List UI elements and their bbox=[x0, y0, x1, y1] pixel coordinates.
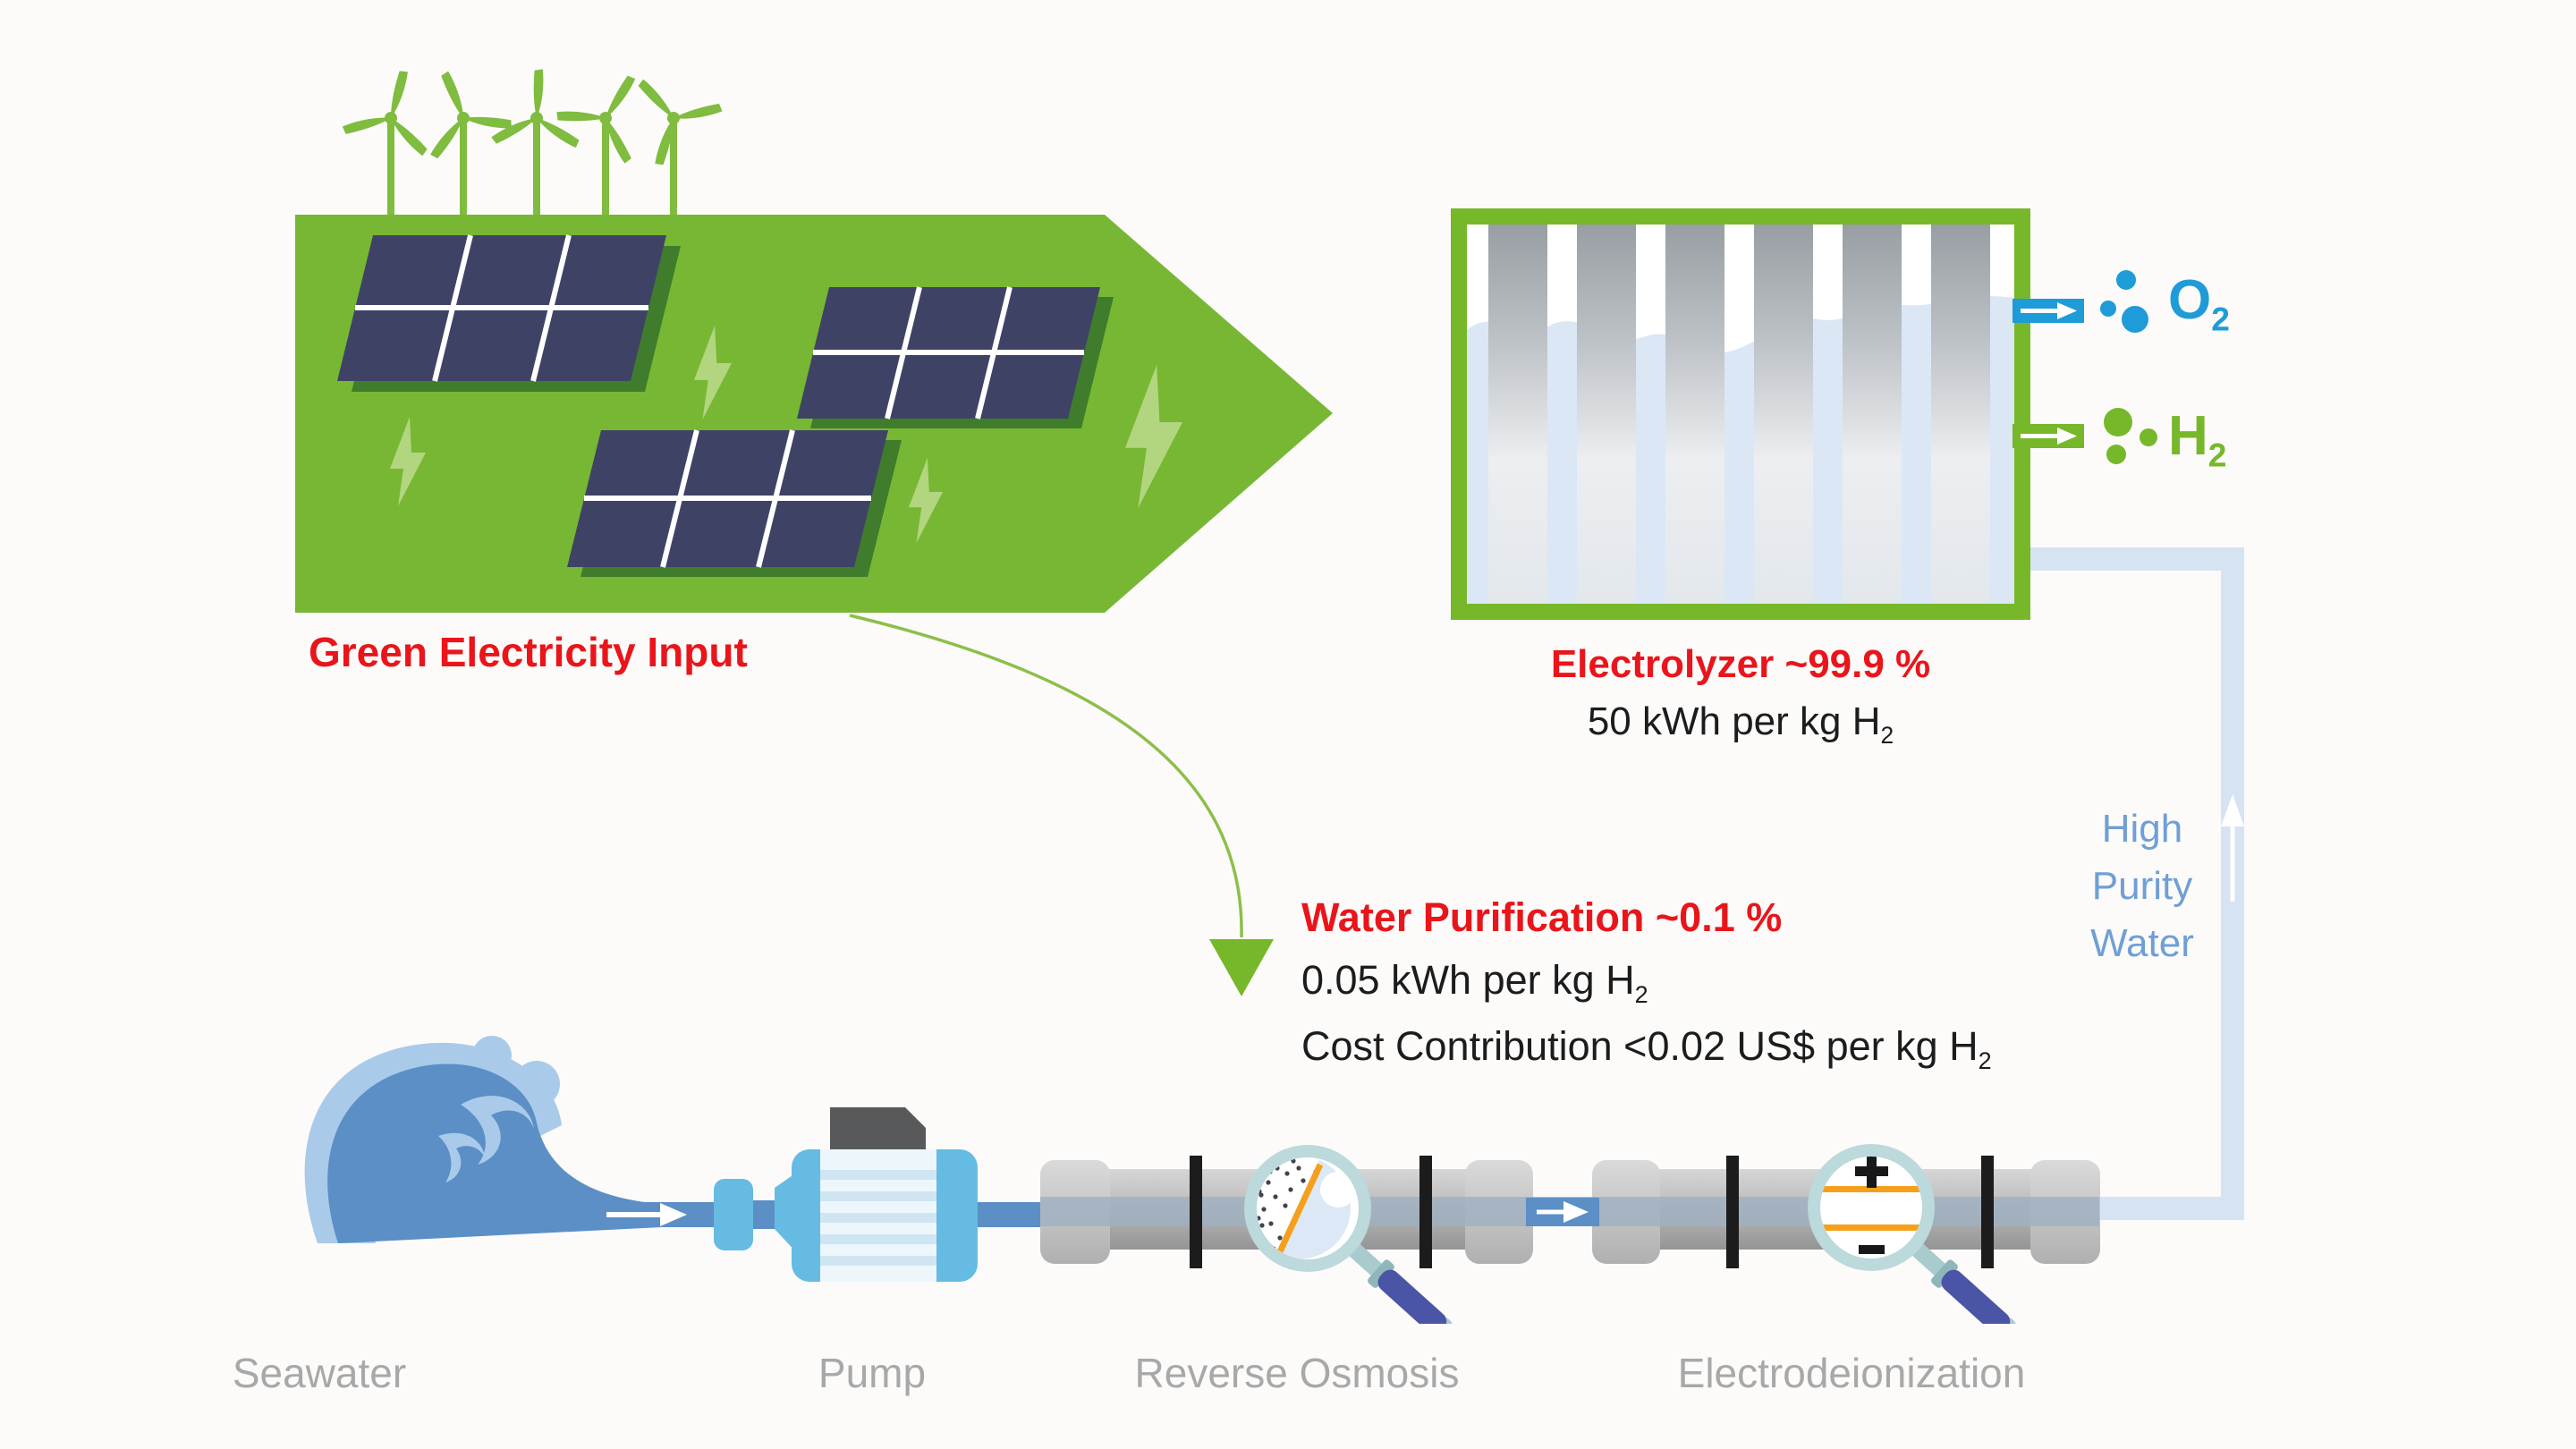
membrane-line bbox=[1274, 1163, 1324, 1259]
electrodeionization-magnifier-icon bbox=[1808, 1144, 2017, 1324]
plus-icon bbox=[1855, 1157, 1888, 1188]
high-purity-water-pipe bbox=[2030, 547, 2244, 1220]
stage-label-pump: Pump bbox=[818, 1350, 927, 1396]
electrode-line bbox=[1822, 1186, 1920, 1192]
lightning-icon bbox=[909, 458, 943, 543]
wind-turbine-icon bbox=[342, 71, 428, 216]
down-arrowhead-icon bbox=[1209, 939, 1274, 996]
wind-turbine-icon bbox=[430, 71, 512, 216]
solar-panel-icon bbox=[337, 234, 681, 392]
up-arrow-icon bbox=[2221, 794, 2244, 902]
high-purity-water-label: High Purity Water bbox=[2090, 807, 2194, 965]
flow-arrow-icon bbox=[1537, 1201, 1589, 1223]
electrolyzer-stack-icon bbox=[1467, 225, 2014, 604]
water-purification-energy: 0.05 kWh per kg H2 bbox=[1301, 957, 1648, 1008]
o2-bubbles-icon bbox=[2100, 270, 2148, 333]
electrolyzer-energy: 50 kWh per kg H2 bbox=[1587, 699, 1894, 749]
curve-connector-arrow bbox=[849, 614, 1274, 996]
electrode-line bbox=[1822, 1224, 1920, 1231]
wind-turbine-icon bbox=[638, 79, 723, 216]
wind-turbine-icon bbox=[556, 75, 636, 216]
electrolyzer-title: Electrolyzer ~99.9 % bbox=[1550, 642, 1931, 686]
pipe-flange bbox=[1981, 1156, 1994, 1268]
lightning-icon bbox=[1125, 365, 1182, 508]
solar-panel-icon bbox=[797, 286, 1114, 428]
pipe-flange bbox=[1419, 1156, 1432, 1268]
pipeline-graphic bbox=[304, 1036, 2100, 1324]
o2-label: O2 bbox=[2168, 269, 2230, 338]
pipe-flange bbox=[1190, 1156, 1202, 1268]
pump-outlet-pipe bbox=[978, 1202, 1046, 1227]
stage-label-reverse-osmosis: Reverse Osmosis bbox=[1134, 1350, 1460, 1396]
h2-outlet-arrow-icon bbox=[2012, 424, 2084, 448]
stage-label-seawater: Seawater bbox=[232, 1350, 407, 1396]
green-input-label: Green Electricity Input bbox=[309, 629, 748, 675]
o2-outlet-arrow-icon bbox=[2012, 299, 2084, 323]
water-purification-cost: Cost Contribution <0.02 US$ per kg H2 bbox=[1301, 1023, 1992, 1074]
pipe-flange bbox=[1726, 1156, 1739, 1268]
water-purification-title: Water Purification ~0.1 % bbox=[1301, 894, 1783, 940]
minus-icon bbox=[1859, 1245, 1885, 1254]
electrolyzer-box bbox=[1451, 208, 2030, 620]
pump-icon bbox=[714, 1107, 978, 1282]
flow-arrow-icon bbox=[606, 1203, 687, 1226]
wave-icon bbox=[304, 1036, 662, 1243]
wind-turbine-icon bbox=[491, 69, 580, 216]
water-purification-block: Water Purification ~0.1 % 0.05 kWh per k… bbox=[1301, 894, 1992, 1075]
solar-panel-icon bbox=[567, 429, 902, 577]
green-electricity-graphic bbox=[295, 69, 1333, 613]
h2-label: H2 bbox=[2168, 405, 2227, 474]
lightning-icon bbox=[390, 417, 426, 506]
h2-bubbles-icon bbox=[2104, 408, 2157, 464]
lightning-icon bbox=[694, 326, 732, 419]
reverse-osmosis-magnifier-icon bbox=[1244, 1145, 1453, 1324]
stage-label-electrodeionization: Electrodeionization bbox=[1677, 1350, 2026, 1396]
